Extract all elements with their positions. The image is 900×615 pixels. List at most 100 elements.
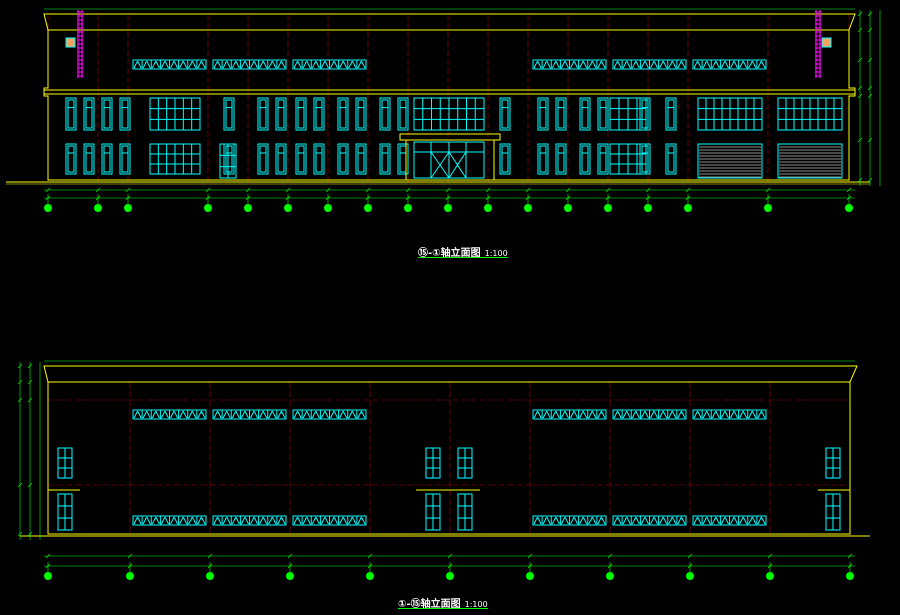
- top-tall-window-upper: [275, 97, 287, 131]
- axis-bubble: [204, 194, 212, 212]
- top-tall-window-lower: [379, 143, 391, 175]
- bottom-axis-bubbles: [44, 562, 854, 580]
- top-tall-window-lower: [223, 143, 235, 175]
- top-tall-window-upper: [355, 97, 367, 131]
- axis-bubble: [604, 194, 612, 212]
- top-tall-window-lower: [275, 143, 287, 175]
- top-tall-window-lower: [83, 143, 95, 175]
- axis-bubble: [764, 194, 772, 212]
- dim-tick: [17, 397, 23, 403]
- dim-tick: [205, 187, 211, 193]
- top-tall-window-lower: [313, 143, 325, 175]
- axis-bubble: [366, 562, 374, 580]
- dim-tick: [846, 187, 852, 193]
- top-vent-right: [821, 37, 832, 48]
- dim-tick: [325, 187, 331, 193]
- axis-bubble: [686, 562, 694, 580]
- axis-bubble: [444, 194, 452, 212]
- axis-bubble: [846, 562, 854, 580]
- dim-tick: [125, 187, 131, 193]
- dim-tick: [17, 482, 23, 488]
- dim-tick: [565, 187, 571, 193]
- bottom-clerestory-window: [212, 409, 287, 420]
- top-tall-window-lower: [499, 143, 511, 175]
- top-clerestory-window: [132, 59, 207, 70]
- axis-bubble: [124, 194, 132, 212]
- bottom-side-door: [425, 493, 441, 531]
- top-clerestory-window: [532, 59, 607, 70]
- top-building-outline: [6, 13, 870, 185]
- dim-tick: [607, 553, 613, 559]
- bottom-elevation-title: ①-⑮轴立面图: [398, 599, 461, 610]
- dim-tick: [17, 363, 23, 369]
- top-tall-window-lower: [65, 143, 77, 175]
- bottom-low-window: [692, 515, 767, 526]
- top-grid-window-upper: [609, 97, 647, 131]
- axis-bubble: [766, 562, 774, 580]
- top-grid-window-upper: [697, 97, 763, 131]
- bottom-low-window: [212, 515, 287, 526]
- top-tall-window-lower: [257, 143, 269, 175]
- dim-tick: [867, 137, 873, 143]
- dim-tick: [847, 553, 853, 559]
- dim-tick: [857, 11, 863, 17]
- dim-tick: [245, 187, 251, 193]
- dim-tick: [17, 379, 23, 385]
- top-elevation-scale: 1:100: [484, 249, 508, 258]
- dim-tick: [207, 553, 213, 559]
- dim-tick: [857, 85, 863, 91]
- bottom-clerestory-window: [292, 409, 367, 420]
- bottom-elevation-scale: 1:100: [464, 600, 488, 609]
- top-dimension-lines: [44, 8, 881, 199]
- dim-tick: [45, 553, 51, 559]
- dim-tick: [485, 187, 491, 193]
- bottom-dimension-lines: [19, 360, 855, 567]
- top-tall-window-upper: [257, 97, 269, 131]
- axis-bubble: [364, 194, 372, 212]
- rolling-door: [697, 143, 763, 179]
- dim-tick: [867, 85, 873, 91]
- dim-tick: [687, 553, 693, 559]
- axis-bubble: [44, 562, 52, 580]
- top-tall-window-upper: [499, 97, 511, 131]
- dim-tick: [525, 187, 531, 193]
- axis-bubble: [845, 194, 853, 212]
- axis-bubble: [524, 194, 532, 212]
- elevation-top: [6, 8, 881, 212]
- top-vent-left: [65, 37, 76, 48]
- top-grid-window-upper: [149, 97, 201, 131]
- dim-tick: [27, 397, 33, 403]
- dim-tick: [405, 187, 411, 193]
- dim-tick: [367, 553, 373, 559]
- dim-tick: [767, 553, 773, 559]
- top-tall-window-upper: [119, 97, 131, 131]
- bottom-clerestory-window: [612, 409, 687, 420]
- top-grid-window-lower: [149, 143, 201, 175]
- top-tall-window-lower: [119, 143, 131, 175]
- bottom-clerestory-window: [532, 409, 607, 420]
- dim-tick: [605, 187, 611, 193]
- top-grid-window-upper: [413, 97, 485, 131]
- axis-bubble: [206, 562, 214, 580]
- axis-bubble: [684, 194, 692, 212]
- dim-tick: [27, 363, 33, 369]
- top-grid-window-lower: [609, 143, 647, 175]
- top-clerestory-window: [612, 59, 687, 70]
- top-tall-window-upper: [337, 97, 349, 131]
- dim-tick: [867, 57, 873, 63]
- dim-tick: [765, 187, 771, 193]
- top-tall-window-upper: [379, 97, 391, 131]
- top-ladder-rungs: [77, 11, 821, 77]
- axis-bubble: [284, 194, 292, 212]
- top-axis-bubbles: [44, 194, 853, 212]
- top-tall-window-lower: [295, 143, 307, 175]
- axis-bubble: [244, 194, 252, 212]
- dim-tick: [645, 187, 651, 193]
- top-clerestory-window: [692, 59, 767, 70]
- top-tall-window-lower: [597, 143, 609, 175]
- top-tall-window-lower: [665, 143, 677, 175]
- dim-tick: [685, 187, 691, 193]
